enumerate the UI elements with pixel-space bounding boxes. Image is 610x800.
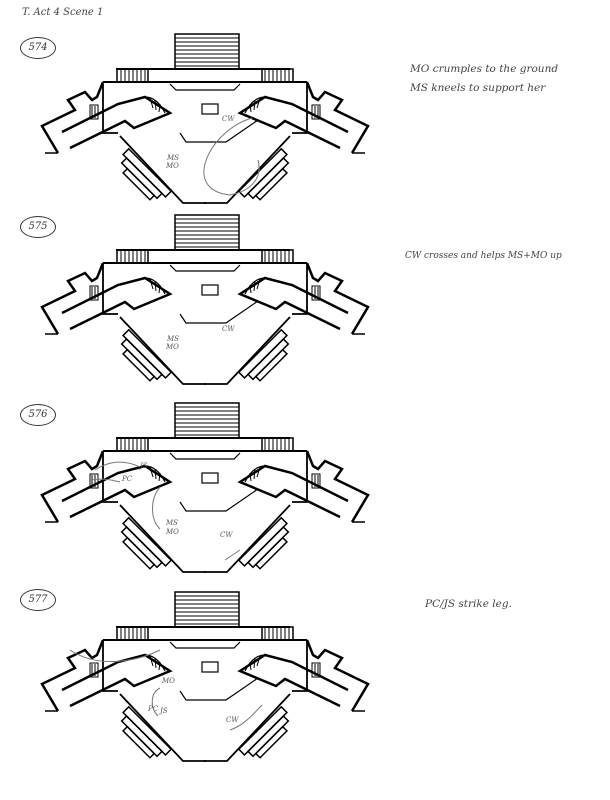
upstage-staircase [174, 591, 240, 628]
movement-arrow [152, 486, 161, 530]
blocking-note: PC/JS strike leg. [425, 598, 512, 610]
movement-arrow [203, 117, 260, 196]
character-label: MS [165, 519, 178, 527]
upstage-staircase [174, 33, 240, 70]
character-label: PC [147, 705, 159, 713]
character-label: MO [165, 528, 179, 536]
movement-arrow [69, 649, 161, 663]
character-label: JS [158, 707, 168, 715]
character-label: CW [226, 716, 239, 724]
character-label: MS [166, 154, 179, 162]
movement-arrow [151, 687, 161, 717]
blocking-note: MS kneels to support her [410, 82, 546, 94]
cue-number: 576 [20, 404, 56, 426]
movement-arrow [89, 461, 141, 483]
character-label: MO [165, 343, 179, 351]
upstage-staircase [174, 214, 240, 251]
character-label: PC [121, 475, 133, 483]
character-label: CW [222, 115, 235, 123]
movement-arrow [229, 704, 263, 731]
character-label: CW [220, 531, 233, 539]
character-label: MS [166, 335, 179, 343]
blocking-note: MO crumples to the ground [410, 63, 559, 75]
movement-arrow [224, 549, 241, 561]
cue-number: 577 [20, 589, 56, 611]
upstage-staircase [174, 402, 240, 439]
cue-number: 574 [20, 37, 56, 59]
character-label: MO [165, 162, 179, 170]
character-label: CW [222, 325, 235, 333]
character-label: MO [161, 677, 175, 685]
character-label: JS [138, 462, 148, 470]
page-title: T. Act 4 Scene 1 [22, 7, 104, 18]
cue-number: 575 [20, 216, 56, 238]
blocking-note: CW crosses and helps MS+MO up [405, 251, 562, 261]
